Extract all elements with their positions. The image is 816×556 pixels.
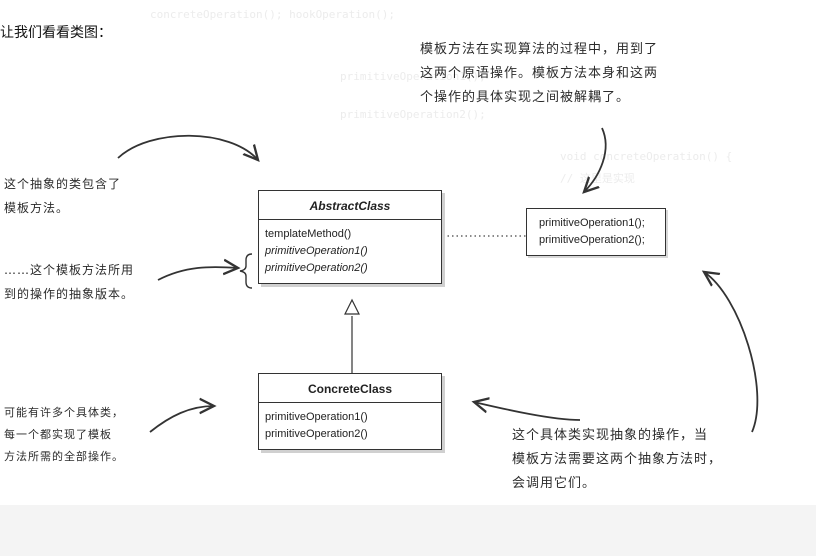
call-primitive-operation-1: primitiveOperation1();: [539, 217, 645, 229]
note-line: 模板方法在实现算法的过程中，用到了: [420, 42, 659, 57]
note-line: 每一个都实现了模板: [4, 428, 112, 441]
note-line: 这个具体类实现抽象的操作，当: [512, 428, 709, 443]
background-code-line: primitiveOperation2();: [340, 108, 486, 121]
arrow-concrete-impl: [474, 402, 581, 421]
concrete-class-box: ConcreteClass primitiveOperation1() prim…: [258, 373, 442, 450]
note-line: 模板方法需要这两个抽象方法时，: [512, 452, 723, 467]
abstract-primitive-operation-2: primitiveOperation2(): [265, 262, 368, 274]
concrete-class-name: ConcreteClass: [259, 374, 441, 403]
arrow-template-box: [704, 272, 759, 433]
arrow-top-note: [584, 127, 607, 192]
note-line: 会调用它们。: [512, 476, 597, 491]
background-shade: [0, 505, 816, 556]
abstract-class-name: AbstractClass: [259, 191, 441, 220]
abstract-class-box: AbstractClass templateMethod() primitive…: [258, 190, 442, 284]
abstract-primitive-operation-1: primitiveOperation1(): [265, 245, 368, 257]
template-method-operations: primitiveOperation1(); primitiveOperatio…: [527, 209, 665, 255]
background-code-line: concreteOperation(); hookOperation();: [150, 8, 396, 21]
note-line: 这个抽象的类包含了: [4, 177, 122, 191]
arrow-abstract-ops: [157, 267, 238, 281]
note-line: 个操作的具体实现之间被解耦了。: [420, 90, 631, 105]
concrete-primitive-operation-2: primitiveOperation2(): [265, 428, 368, 440]
note-line: 方法所需的全部操作。: [4, 450, 124, 463]
note-concrete-impl: 这个具体类实现抽象的操作，当 模板方法需要这两个抽象方法时， 会调用它们。: [512, 424, 722, 496]
ops-brace: [239, 253, 253, 289]
intro-text: 让我们看看类图：: [0, 25, 112, 41]
template-method-box: primitiveOperation1(); primitiveOperatio…: [526, 208, 666, 256]
note-abstract-class: 这个抽象的类包含了 模板方法。: [4, 172, 121, 220]
concrete-primitive-operation-1: primitiveOperation1(): [265, 411, 368, 423]
note-line: 这两个原语操作。模板方法本身和这两: [420, 66, 659, 81]
inheritance-triangle: [344, 298, 360, 315]
note-abstract-ops: ……这个模板方法所用 到的操作的抽象版本。: [4, 258, 134, 306]
note-line: ……这个模板方法所用: [4, 263, 135, 277]
arrow-concrete-many: [149, 406, 214, 433]
arrow-abstract-class: [117, 134, 258, 160]
note-line: 可能有许多个具体类，: [4, 406, 124, 419]
call-primitive-operation-2: primitiveOperation2();: [539, 234, 645, 246]
note-line: 模板方法。: [4, 201, 70, 215]
note-concrete-many: 可能有许多个具体类， 每一个都实现了模板 方法所需的全部操作。: [4, 402, 124, 468]
concrete-class-operations: primitiveOperation1() primitiveOperation…: [259, 403, 441, 449]
background-code-line: primitiveOperation1();: [340, 70, 486, 83]
note-line: 到的操作的抽象版本。: [4, 287, 135, 301]
template-method: templateMethod(): [265, 228, 352, 240]
abstract-class-operations: templateMethod() primitiveOperation1() p…: [259, 220, 441, 283]
note-top-right: 模板方法在实现算法的过程中，用到了 这两个原语操作。模板方法本身和这两 个操作的…: [420, 38, 658, 110]
